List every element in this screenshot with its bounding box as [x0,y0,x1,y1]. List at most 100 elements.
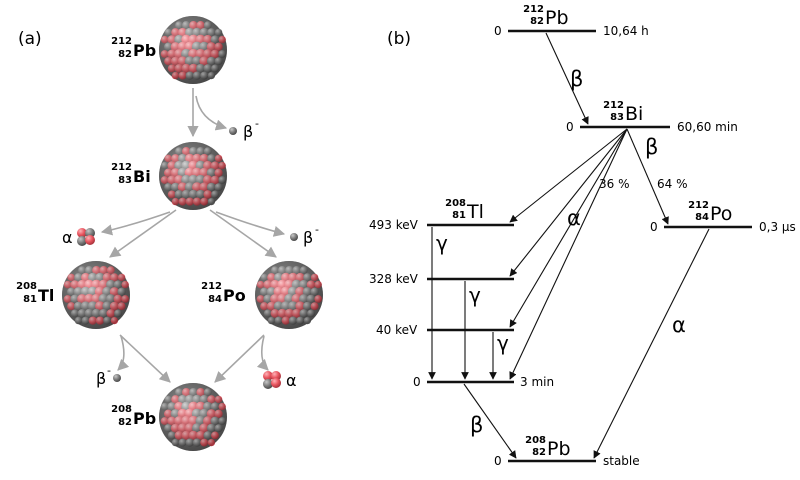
energy-pb208: 0 [494,454,502,468]
arrow-beta-bi-po [626,128,669,225]
svg-text:82: 82 [530,16,544,27]
energy-tl208-0: 0 [413,375,421,389]
svg-text:-: - [107,364,111,377]
svg-text:84: 84 [208,294,222,305]
label-bi212-a: 212 83 Bi [111,162,151,186]
svg-text:208: 208 [445,198,466,209]
branch-64: 64 % [657,177,688,191]
svg-text:84: 84 [695,212,709,223]
arrow-beta-pb212-bi212 [545,32,589,125]
alpha-label-1: α [567,206,581,230]
svg-text:Tl: Tl [38,286,54,305]
svg-text:Pb: Pb [545,7,569,29]
panel-b: (b) 0 10,64 h 0 60,60 min 493 keV 328 ke… [369,4,796,468]
alpha-particle-1: α [62,228,95,247]
svg-text:83: 83 [610,112,624,123]
arrow-beta-bi-328 [509,128,628,277]
svg-text:β: β [243,122,253,141]
energy-pb212: 0 [494,24,502,38]
arrow-beta-bi-493 [509,128,628,223]
svg-text:82: 82 [118,417,132,428]
arrow-beta-emission-1 [195,95,228,131]
gamma-label-3: γ [497,331,509,355]
arrow-alpha-emission-2 [256,335,269,371]
svg-text:Pb: Pb [547,438,571,460]
gamma-label-1: γ [436,231,448,255]
label-pb208-b: 208 82 Pb [525,435,570,460]
svg-text:82: 82 [532,447,546,458]
svg-text:Bi: Bi [625,103,643,125]
svg-text:81: 81 [23,294,37,305]
label-pb208-a: 208 82 Pb [111,404,156,428]
arrow-alpha-po-pb208 [593,228,710,459]
beta-particle-2: β - [290,223,319,247]
svg-text:Tl: Tl [466,201,484,223]
label-tl208-b: 208 81 Tl [445,198,484,223]
svg-text:208: 208 [16,281,37,292]
svg-text:-: - [255,117,259,130]
arrow-bi212-po212 [209,209,277,258]
label-po212-b: 212 84 Po [688,200,732,225]
nucleus-po212-sphere [255,261,323,329]
svg-text:212: 212 [111,36,132,47]
beta-label-1: β [570,67,583,91]
nucleus-tl208-sphere [62,261,130,329]
svg-text:Pb: Pb [133,41,156,60]
panel-a-tag: (a) [18,29,42,49]
svg-text:81: 81 [452,210,466,221]
nucleus-pb212-sphere [159,16,227,84]
label-bi212-b: 212 83 Bi [603,100,643,125]
label-tl208-a: 208 81 Tl [16,281,54,305]
svg-text:Po: Po [223,286,246,305]
nucleus-bi212-sphere [159,142,227,210]
energy-po212: 0 [650,220,658,234]
svg-text:82: 82 [118,49,132,60]
panel-a: (a) 212 82 Pb 212 83 Bi 208 81 Tl 212 84… [16,16,323,451]
svg-text:Po: Po [710,203,732,225]
energy-bi212: 0 [566,120,574,134]
svg-text:212: 212 [523,4,544,15]
arrow-beta-emission-3 [117,335,130,371]
svg-text:208: 208 [525,435,546,446]
svg-text:α: α [62,228,73,247]
panel-b-tag: (b) [387,29,411,49]
beta-label-2: β [645,135,658,159]
svg-text:212: 212 [201,281,222,292]
svg-text:208: 208 [111,404,132,415]
alpha-label-2: α [672,313,686,337]
svg-text:-: - [315,223,319,236]
halflife-po212: 0,3 µs [759,220,796,234]
svg-text:Pb: Pb [133,409,156,428]
energy-levels [427,29,752,463]
svg-text:212: 212 [603,100,624,111]
label-pb212-a: 212 82 Pb [111,36,156,60]
alpha-particle-2: α [263,371,297,390]
beta-label-3: β [470,413,483,437]
energy-tl208-493: 493 keV [369,218,419,232]
decay-arrows-a [100,88,286,383]
svg-text:212: 212 [688,200,709,211]
svg-text:212: 212 [111,162,132,173]
transition-arrows [428,32,710,459]
nucleus-pb208-sphere [159,383,227,451]
branch-36: 36 % [599,177,630,191]
label-po212-a: 212 84 Po [201,281,246,305]
svg-text:β: β [96,369,106,388]
beta-particle-1: β - [229,117,259,141]
halflife-tl208: 3 min [520,375,554,389]
svg-text:83: 83 [118,175,132,186]
arrow-alpha-bi-0 [509,128,628,380]
halflife-pb208: stable [603,454,640,468]
halflife-bi212: 60,60 min [677,120,738,134]
energy-tl208-40: 40 keV [376,323,418,337]
arrow-po212-pb208 [214,334,265,383]
arrow-beta-tl-pb208 [463,383,517,459]
energy-tl208-328: 328 keV [369,272,419,286]
arrow-tl208-pb208 [119,334,171,383]
halflife-pb212: 10,64 h [603,24,649,38]
gamma-label-2: γ [469,283,481,307]
arrow-beta-emission-2 [215,211,286,237]
svg-text:β: β [303,228,313,247]
svg-text:Bi: Bi [133,167,151,186]
